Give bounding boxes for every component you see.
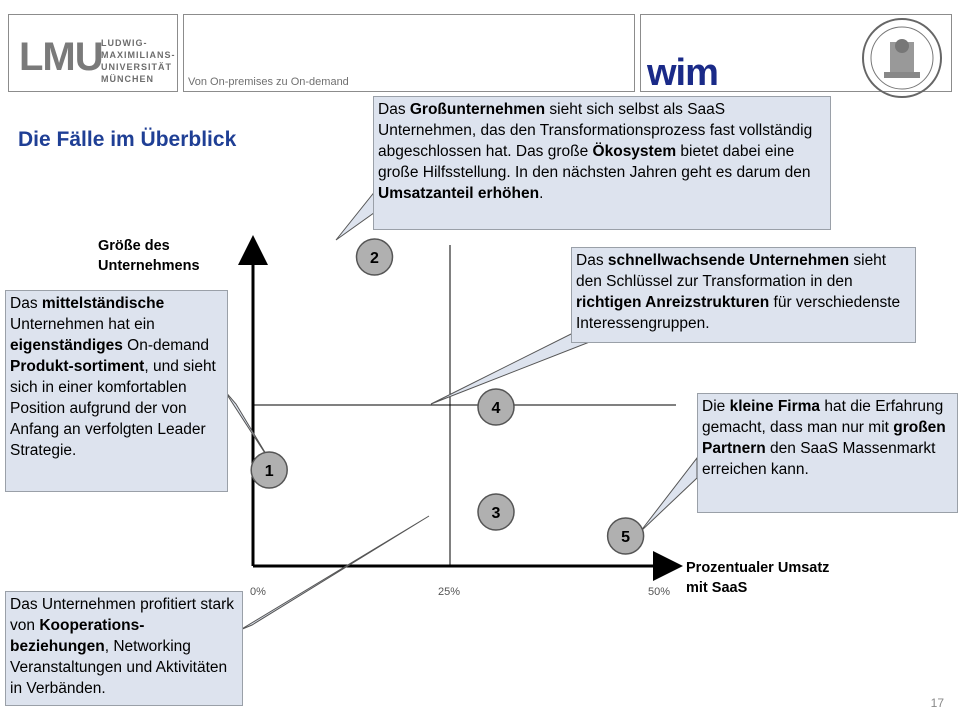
case-marker-1: [250, 451, 288, 489]
callout-text-segment: , Networking Veranstaltungen und Aktivit…: [10, 638, 228, 697]
case-marker-label-2: 2: [370, 250, 379, 267]
page-number: 17: [930, 696, 944, 710]
page-title: Die Fälle im Überblick: [18, 128, 237, 151]
callout-schnellwachsend: Das schnellwachsende Unternehmen sieht d…: [571, 247, 916, 343]
x-tick-50: 50%: [648, 586, 671, 598]
callout-text-segment: Kooperations-beziehungen: [10, 617, 145, 655]
callout-text-segment: kleine Firma: [729, 398, 821, 415]
callout-text-segment: Ökosystem: [592, 143, 677, 160]
case-marker-2: [355, 238, 394, 276]
callout-text-segment: , und sieht sich in einer komfortablen P…: [10, 358, 216, 459]
lmu-logo-subtext: LUDWIG- MAXIMILIANS- UNIVERSITÄT MÜNCHEN: [101, 38, 176, 84]
callout-text-segment: schnellwachsende Unternehmen: [607, 252, 850, 269]
callout-text-segment: bietet dabei eine große Hilfsstellung. I…: [378, 143, 811, 181]
callout-text-segment: mittelständische: [41, 295, 165, 312]
y-axis-label: Größe des Unternehmens: [98, 238, 200, 274]
callout-kleine-firma: Die kleine Firma hat die Erfahrung gemac…: [697, 393, 958, 513]
case-marker-3: [477, 493, 515, 531]
callout-text-segment: eigenständiges: [10, 337, 123, 354]
case-marker-5: [606, 517, 645, 555]
callout-mittelstaendisch: Das mittelständische Unternehmen hat ein…: [5, 290, 228, 492]
callout-text-segment: hat die Erfahrung gemacht, dass man nur …: [702, 398, 944, 436]
callout-text-segment: den SaaS Massenmarkt erreichen kann.: [702, 440, 936, 478]
callout-text-segment: für verschiedenste Interessengruppen.: [576, 294, 901, 332]
callout-kooperation: Das Unternehmen profitiert stark von Koo…: [5, 591, 243, 706]
lmu-logo: LMU: [19, 35, 104, 79]
leader-5: [639, 456, 698, 533]
callout-text-segment: Das Unternehmen profitiert stark von: [10, 596, 234, 634]
x-axis-label: Prozentualer Umsatz mit SaaS: [686, 560, 830, 596]
leader-2: [335, 188, 379, 241]
callout-text-segment: sieht sich selbst als SaaS Unternehmen, …: [378, 101, 813, 160]
callout-text-segment: Umsatzanteil erhöhen: [378, 185, 540, 202]
university-seal-icon: [862, 18, 942, 98]
header-title-box: [183, 14, 635, 92]
callout-text-segment: On-demand: [122, 337, 210, 354]
callout-text-segment: Unternehmen hat ein: [10, 316, 155, 333]
leader-1: [223, 389, 273, 465]
callout-text-segment: Produkt-sortiment: [10, 358, 145, 375]
x-tick-0: 0%: [250, 586, 266, 598]
case-marker-label-4: 4: [492, 400, 501, 417]
leader-3: [239, 515, 430, 631]
case-marker-4: [477, 388, 515, 426]
case-marker-label-5: 5: [621, 529, 630, 546]
callout-text-segment: richtigen Anreizstrukturen: [576, 294, 770, 311]
callout-grossunternehmen: Das Großunternehmen sieht sich selbst al…: [373, 96, 831, 230]
callout-text-segment: .: [539, 185, 544, 202]
header-logo-box: LMU LUDWIG- MAXIMILIANS- UNIVERSITÄT MÜN…: [8, 14, 178, 92]
callout-text-segment: Großunternehmen: [409, 101, 546, 118]
callout-text-segment: Die: [702, 398, 730, 415]
callout-text-segment: sieht den Schlüssel zur Transformation i…: [576, 252, 887, 290]
case-marker-label-1: 1: [265, 463, 274, 480]
callout-text-segment: Das: [10, 295, 42, 312]
case-marker-label-3: 3: [492, 505, 501, 522]
leader-4: [430, 333, 611, 405]
callout-text-segment: Das: [576, 252, 608, 269]
wim-logo: wim: [647, 52, 719, 94]
x-tick-25: 25%: [438, 586, 461, 598]
header-subtitle: Von On-premises zu On-demand: [188, 76, 349, 88]
callout-text-segment: Das: [378, 101, 410, 118]
callout-text-segment: großen Partnern: [702, 419, 946, 457]
